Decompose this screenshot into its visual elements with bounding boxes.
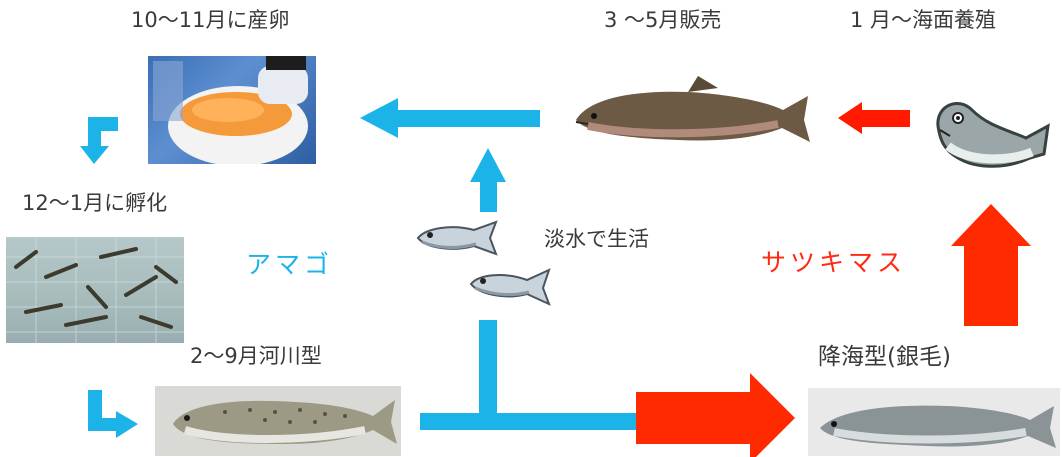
label-satsukimasu: サツキマス [761,248,907,277]
arrow-sale-to-spawning [360,98,540,138]
arrow-freshwater-up [470,148,506,212]
arrow-farming-to-sale [838,102,910,134]
label-sea-run: 降海型(銀毛) [818,344,951,370]
fish-icon [412,220,502,256]
hatching-photo [6,237,184,343]
label-freshwater-life: 淡水で生活 [544,227,649,251]
label-sea-farming: 1 月～海面養殖 [850,8,997,32]
label-river-type: 2～9月河川型 [190,344,322,368]
label-spawning: 10～11月に産卵 [131,8,290,32]
label-sale: 3 ～5月販売 [604,8,722,32]
river-type-photo [155,386,401,456]
arrow-to-sea-run [636,373,795,457]
fish-icon-2 [465,266,555,306]
label-amago: アマゴ [246,250,334,279]
arrow-sea-run-up [951,204,1031,326]
sale-fish-photo [568,70,813,158]
arrow-spawning-to-hatching [80,117,118,164]
arrow-hatching-to-river [88,390,138,438]
label-hatching: 12～1月に孵化 [22,191,168,215]
connector-river-junction [420,320,650,430]
spawning-photo [148,56,316,164]
salmon-icon [928,96,1052,174]
sea-run-photo [808,388,1060,456]
